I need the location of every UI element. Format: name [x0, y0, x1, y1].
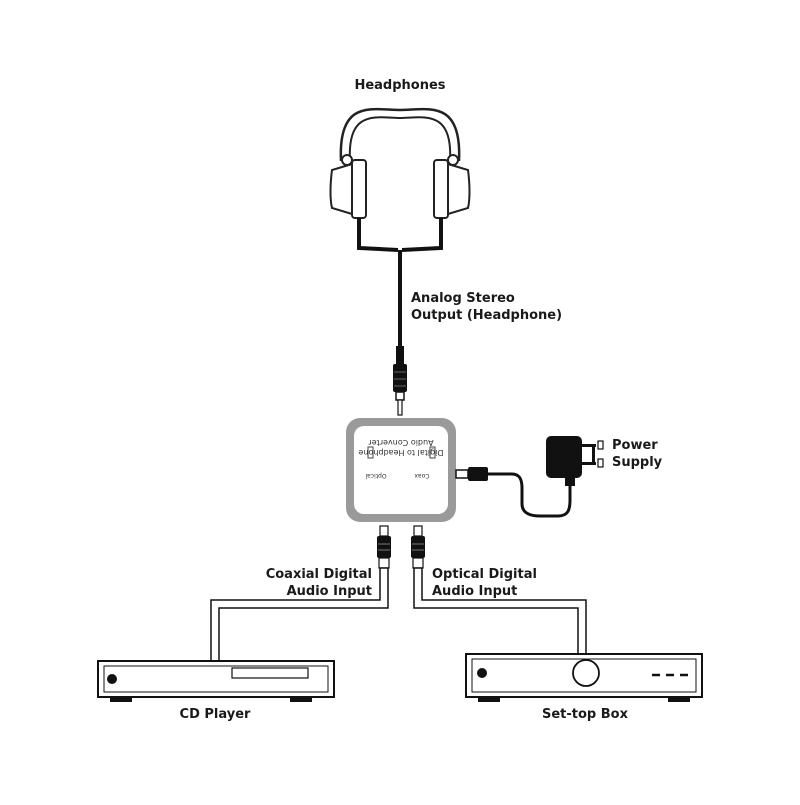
coaxial-input-label: Coaxial Digital Audio Input [265, 567, 372, 599]
converter-name-line1: Digital to Headphone [358, 448, 443, 457]
set-top-box-label: Set-top Box [542, 707, 628, 722]
converter-port-coax-label: Coax [414, 472, 430, 479]
converter-port-optical-label: Optical [365, 472, 387, 479]
power-supply-label: Power Supply [612, 438, 663, 470]
set-top-box-device [465, 653, 703, 702]
cd-player-label: CD Player [179, 707, 251, 722]
headphones-label: Headphones [354, 78, 446, 93]
converter-device: Optical Coax Digital to Headphone Audio … [346, 418, 456, 522]
headphone-jack-icon [393, 346, 407, 416]
converter-name-line2: Audio Converter [368, 438, 434, 447]
analog-output-label: Analog Stereo Output (Headphone) [411, 291, 563, 323]
power-adapter-icon [455, 436, 604, 518]
coaxial-connector-icon [377, 525, 391, 569]
optical-connector-icon [411, 525, 425, 569]
headphones-icon [329, 107, 471, 348]
cd-player-device [97, 660, 335, 702]
optical-input-label: Optical Digital Audio Input [432, 567, 537, 599]
